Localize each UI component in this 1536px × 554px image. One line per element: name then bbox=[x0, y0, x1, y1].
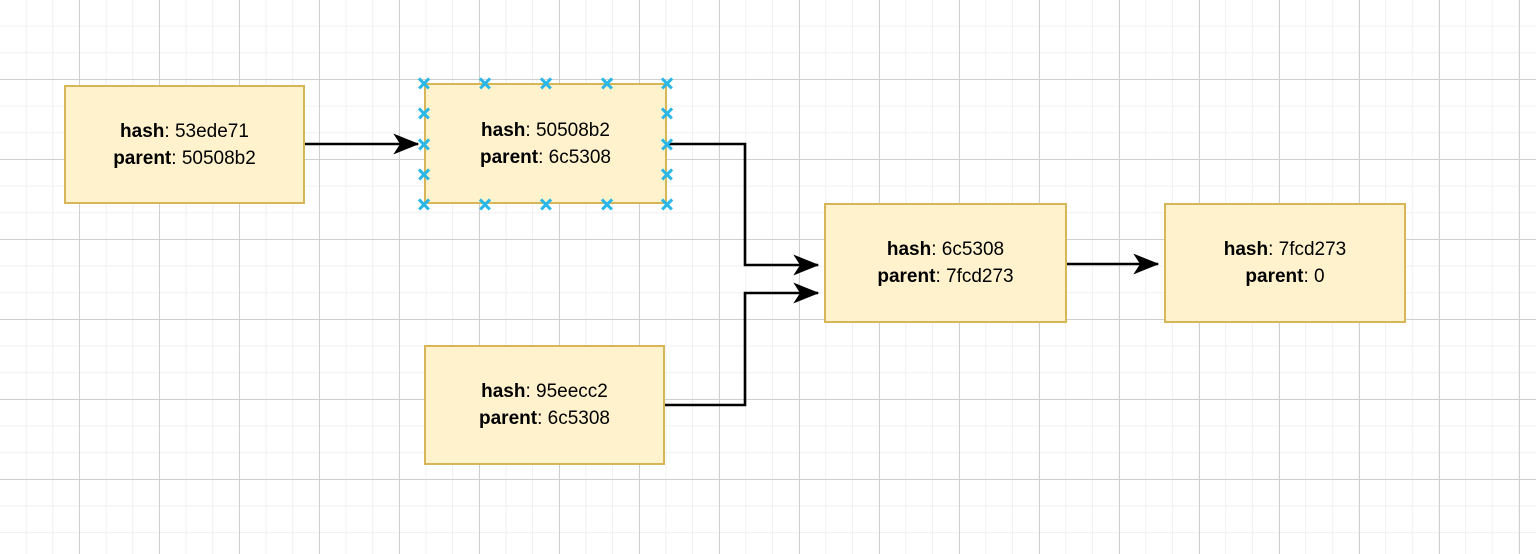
hash-value: 50508b2 bbox=[535, 119, 610, 141]
commit-hash-line: hash: 95eecc2 bbox=[481, 378, 608, 405]
parent-value: 0 bbox=[1314, 266, 1325, 287]
parent-value: 7fcd273 bbox=[946, 266, 1014, 287]
hash-key-label: hash bbox=[481, 381, 526, 402]
hash-separator: : bbox=[525, 381, 537, 402]
parent-separator: : bbox=[171, 147, 182, 169]
parent-key-label: parent bbox=[113, 147, 172, 169]
handle-bottom-center[interactable] bbox=[539, 197, 553, 211]
handle-top-1[interactable] bbox=[478, 76, 492, 90]
parent-key-label: parent bbox=[1245, 266, 1304, 287]
parent-value: 6c5308 bbox=[547, 408, 610, 429]
hash-value: 95eecc2 bbox=[536, 381, 608, 402]
handle-left-1[interactable] bbox=[417, 106, 431, 120]
parent-separator: : bbox=[537, 408, 548, 429]
commit-hash-line: hash: 6c5308 bbox=[887, 236, 1004, 263]
hash-value: 6c5308 bbox=[941, 239, 1005, 260]
parent-separator: : bbox=[538, 146, 549, 168]
handle-top-right[interactable] bbox=[660, 76, 674, 90]
parent-key-label: parent bbox=[480, 146, 539, 168]
hash-separator: : bbox=[164, 120, 175, 142]
hash-separator: : bbox=[525, 119, 536, 141]
hash-key-label: hash bbox=[481, 119, 526, 141]
hash-value: 53ede71 bbox=[174, 120, 249, 142]
commit-parent-line: parent: 6c5308 bbox=[479, 405, 610, 432]
handle-bottom-1[interactable] bbox=[478, 197, 492, 211]
hash-key-label: hash bbox=[886, 239, 932, 260]
parent-value: 6c5308 bbox=[548, 146, 611, 168]
parent-separator: : bbox=[1303, 266, 1315, 287]
commit-parent-line: parent: 0 bbox=[1245, 263, 1324, 290]
handle-top-2[interactable] bbox=[600, 76, 614, 90]
handle-left-2[interactable] bbox=[417, 167, 431, 181]
handle-bottom-2[interactable] bbox=[600, 197, 614, 211]
hash-key-label: hash bbox=[120, 120, 165, 142]
handle-right-2[interactable] bbox=[660, 167, 674, 181]
parent-key-label: parent bbox=[479, 408, 538, 429]
hash-separator: : bbox=[931, 239, 942, 260]
parent-key-label: parent bbox=[877, 266, 936, 287]
handle-right-1[interactable] bbox=[660, 106, 674, 120]
edge-50508b2-to-6c5308[interactable] bbox=[667, 142, 820, 276]
handle-right-middle[interactable] bbox=[660, 137, 674, 151]
handle-top-left[interactable] bbox=[417, 76, 431, 90]
commit-hash-line: hash: 50508b2 bbox=[481, 117, 610, 144]
hash-separator: : bbox=[1268, 239, 1279, 260]
handle-bottom-left[interactable] bbox=[417, 197, 431, 211]
hash-value: 7fcd273 bbox=[1278, 239, 1347, 260]
handle-left-middle[interactable] bbox=[417, 137, 431, 151]
handle-top-center[interactable] bbox=[539, 76, 553, 90]
hash-key-label: hash bbox=[1223, 239, 1269, 260]
commit-hash-line: hash: 7fcd273 bbox=[1224, 236, 1347, 263]
handle-bottom-right[interactable] bbox=[660, 197, 674, 211]
edge-95eecc2-to-6c5308[interactable] bbox=[665, 282, 820, 407]
parent-separator: : bbox=[935, 266, 946, 287]
commit-parent-line: parent: 6c5308 bbox=[480, 144, 611, 171]
commit-parent-line: parent: 50508b2 bbox=[113, 145, 256, 172]
commit-parent-line: parent: 7fcd273 bbox=[877, 263, 1013, 290]
parent-value: 50508b2 bbox=[181, 147, 256, 169]
commit-hash-line: hash: 53ede71 bbox=[120, 118, 249, 145]
